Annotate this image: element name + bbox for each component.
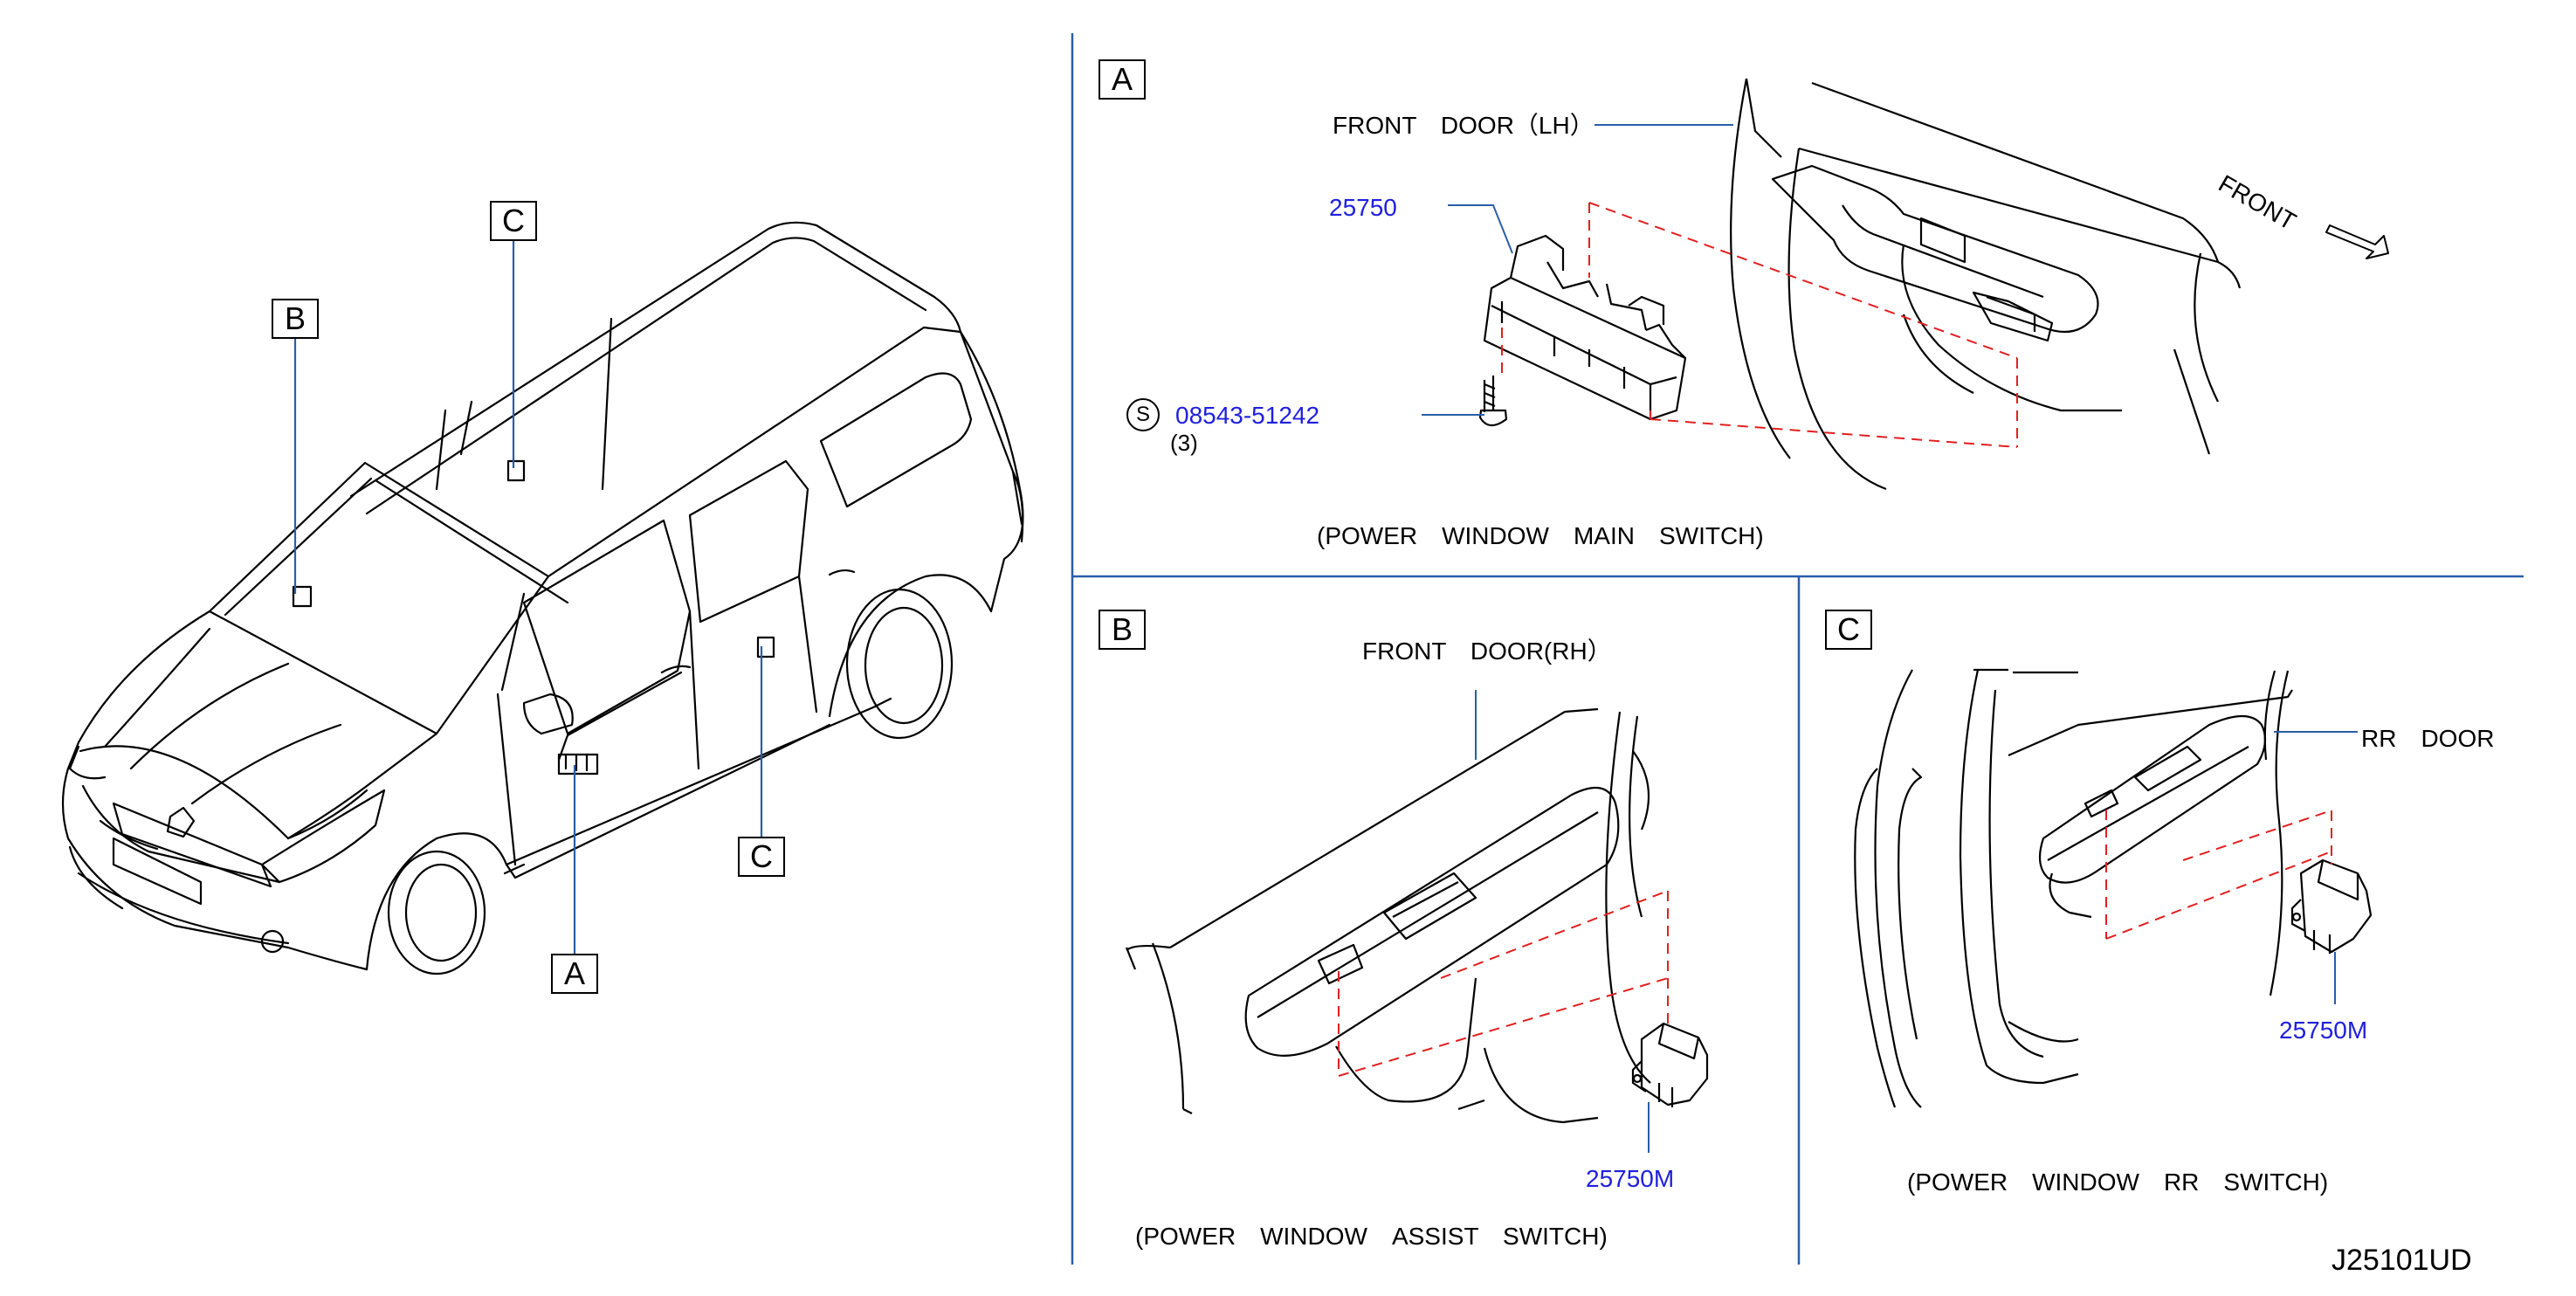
panel-c-hidden-lines — [2105, 810, 2332, 940]
screw-symbol: S — [1126, 398, 1160, 431]
panel-b-hidden-lines — [1338, 890, 1669, 1077]
panel-b-door-label: FRONT DOOR(RH） — [1362, 638, 1612, 665]
callout-c-upper[interactable]: C — [490, 201, 537, 241]
panel-c-leaders — [2274, 731, 2358, 1004]
screw-part-number: 08543-51242 — [1175, 402, 1320, 429]
panel-a-part-number: 25750 — [1329, 194, 1397, 221]
panel-c-letter: C — [1825, 610, 1872, 650]
screw-quantity: (3) — [1170, 430, 1198, 456]
panel-b-part-number: 25750M — [1586, 1165, 1675, 1192]
panel-b-drawing — [1125, 707, 1709, 1124]
panel-b-caption: (POWER WINDOW ASSIST SWITCH) — [1135, 1223, 1608, 1250]
diagram-code: J25101UD — [2331, 1244, 2472, 1277]
overview-leaders — [293, 241, 763, 954]
panel-c-door-label: RR DOOR — [2361, 725, 2495, 752]
panel-a-drawing — [1478, 78, 2389, 491]
vehicle-drawing — [61, 221, 1024, 975]
callout-c-lower[interactable]: C — [738, 837, 785, 877]
panel-c-drawing — [1854, 668, 2373, 1108]
panel-a-hidden-lines — [1501, 202, 2018, 448]
panel-b-letter: B — [1099, 610, 1146, 650]
panel-a-letter: A — [1099, 59, 1146, 100]
panel-b-leaders — [1475, 690, 1650, 1153]
panel-a-leaders — [1422, 124, 1733, 416]
callout-b[interactable]: B — [272, 299, 319, 339]
panel-dividers — [1071, 33, 2524, 1265]
callout-a[interactable]: A — [551, 954, 598, 994]
panel-c-caption: (POWER WINDOW RR SWITCH) — [1907, 1168, 2329, 1196]
panel-c-part-number: 25750M — [2279, 1017, 2368, 1044]
panel-a-caption: (POWER WINDOW MAIN SWITCH) — [1317, 522, 1764, 549]
panel-a-door-label: FRONT DOOR（LH） — [1333, 112, 1595, 139]
